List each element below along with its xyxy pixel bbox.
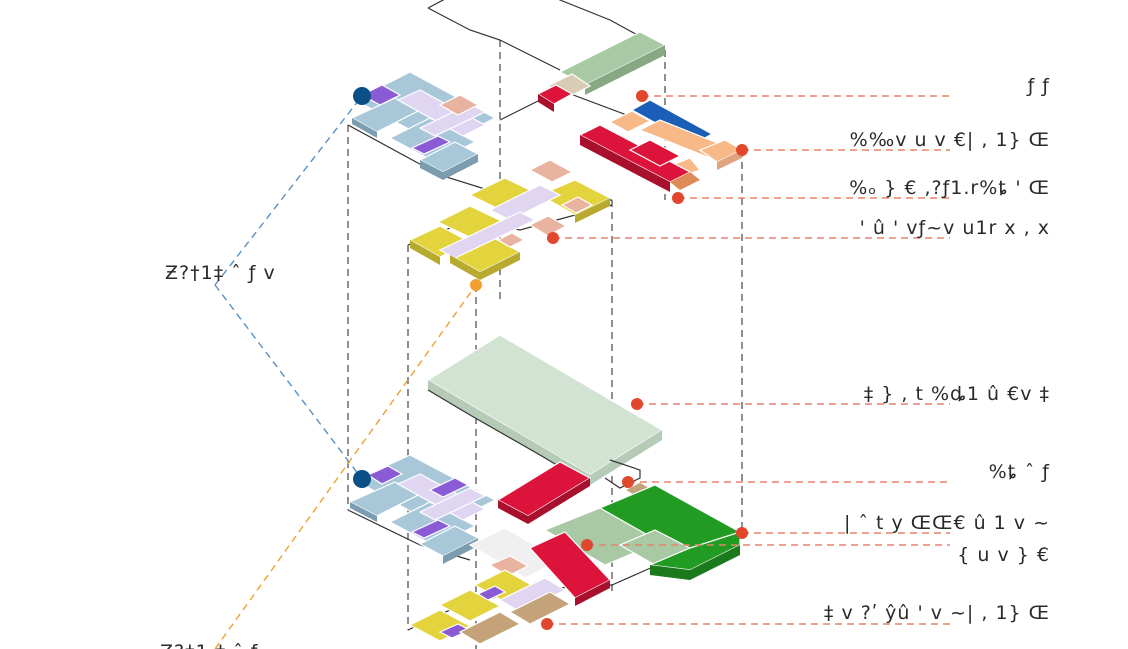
leader-dot xyxy=(736,144,748,156)
label-2: %‰v u v €| , 1} Œ xyxy=(850,129,1050,151)
leader-dot xyxy=(622,476,634,488)
leader-dot xyxy=(672,192,684,204)
upper-yellow-cluster xyxy=(408,159,612,280)
pale-green-slab xyxy=(426,334,664,489)
lower-green-block xyxy=(543,481,742,580)
leader-dot xyxy=(631,398,643,410)
lower-crimson-block xyxy=(496,461,592,524)
connector-dot-upper xyxy=(353,87,371,105)
leader-dot xyxy=(581,539,593,551)
label-3: %ₒ } € ,?ƒ1.r%ȶ ' Œ xyxy=(849,177,1050,199)
connector-dot-orange xyxy=(470,279,482,291)
left-group-connector xyxy=(214,87,482,649)
connector-dot-lower xyxy=(353,470,371,488)
lower-mixed-cluster xyxy=(408,527,611,645)
label-4: ' û ' vƒ~v u1r x , x xyxy=(860,217,1050,239)
left-bottom-label: Ƶ?†1 ‡ ˆ ƒ xyxy=(160,641,259,649)
label-6: %ȶ ˆ ƒ xyxy=(989,461,1051,483)
left-group-label: Ƶ?†1‡ ˆ ƒ v xyxy=(165,262,276,284)
upper-green-strip xyxy=(536,31,667,112)
label-5: ‡ } , t %ȡ1 û €v ‡ xyxy=(864,383,1050,405)
label-1: ƒ ƒ xyxy=(1026,75,1051,97)
label-8: { u v } € xyxy=(957,544,1050,566)
leader-dot xyxy=(636,90,648,102)
upper-blue-cluster xyxy=(350,71,497,180)
leader-lines xyxy=(541,90,950,630)
label-7: | ˆ t y ŒŒ€ û 1 v ~ xyxy=(844,512,1050,534)
label-9: ‡ v ?ʹ ŷû ' v ~| , 1} Œ xyxy=(824,602,1050,624)
leader-dot xyxy=(541,618,553,630)
upper-right-cluster xyxy=(578,99,744,192)
leader-dot xyxy=(736,527,748,539)
right-labels: ƒ ƒ %‰v u v €| , 1} Œ %ₒ } € ,?ƒ1.r%ȶ ' … xyxy=(824,75,1051,624)
lower-blue-cluster xyxy=(348,454,497,564)
leader-dot xyxy=(547,232,559,244)
